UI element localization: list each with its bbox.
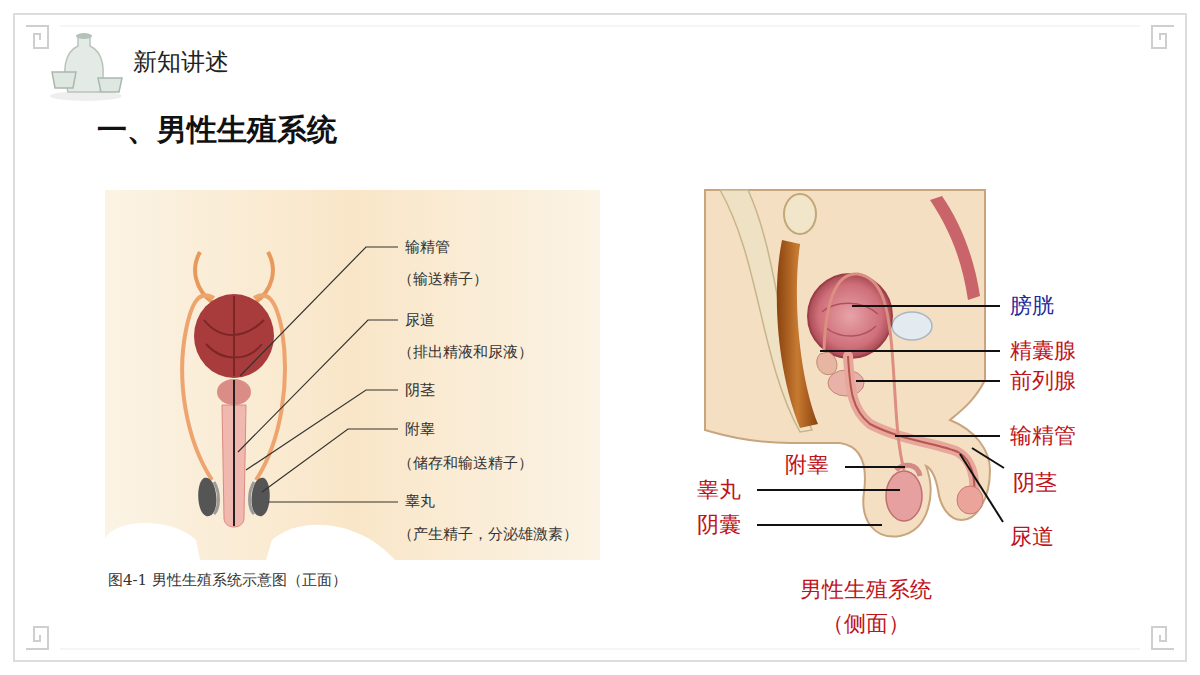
abdominal-muscle — [930, 196, 980, 300]
bladder — [194, 294, 274, 378]
leader-line — [845, 466, 905, 468]
corner-ornament — [26, 627, 48, 649]
part-label: 尿道 — [1010, 524, 1054, 550]
part-label: 前列腺 — [1010, 368, 1076, 394]
function-note: （输送精子） — [398, 270, 488, 288]
part-label: 阴茎 — [405, 381, 435, 399]
leader-line — [852, 305, 1000, 307]
part-label: 附睾 — [405, 420, 435, 438]
frame-line — [60, 649, 1140, 650]
section-heading: 新知讲述 — [133, 48, 229, 77]
urethra-front — [233, 380, 235, 526]
body-section — [705, 190, 990, 537]
epididymis-front — [214, 482, 219, 514]
part-label: 睾丸 — [697, 477, 741, 503]
bladder-side — [808, 274, 892, 358]
leader-line — [895, 435, 1000, 437]
teapot-icon — [50, 33, 122, 101]
vas-deferens-side — [824, 274, 904, 470]
part-label: 睾丸 — [405, 492, 435, 510]
frame-border — [14, 14, 1186, 661]
leader-line — [757, 489, 900, 491]
leader-lines-right — [757, 306, 1004, 525]
figure-caption: 图4-1 男性生殖系统示意图（正面） — [108, 571, 347, 589]
side-view-figure — [705, 190, 990, 537]
seminal-vesicle — [817, 352, 837, 375]
bladder-muscle — [204, 296, 264, 376]
function-note: （产生精子，分泌雄激素） — [398, 525, 578, 543]
glans — [957, 486, 983, 514]
page-frame — [14, 14, 1186, 661]
frame-line — [60, 26, 1140, 27]
cup-shape — [52, 72, 76, 88]
part-label: 输精管 — [405, 238, 450, 256]
corner-ornament — [1152, 26, 1174, 48]
function-note: （排出精液和尿液） — [398, 343, 533, 361]
bladder-folds — [822, 303, 878, 336]
leader-line — [240, 247, 398, 376]
leader-line — [757, 524, 882, 526]
leader-line — [246, 390, 398, 470]
leader-line — [268, 501, 398, 502]
leader-line — [856, 380, 1000, 382]
testis-side — [886, 471, 922, 521]
leader-line — [262, 429, 398, 492]
part-label: 阴囊 — [697, 512, 741, 538]
front-view-figure — [105, 190, 600, 560]
part-label: 尿道 — [405, 311, 435, 329]
corner-ornament — [1152, 627, 1174, 649]
vertebra — [784, 194, 816, 234]
pubic-bone — [892, 312, 932, 340]
cup-shape — [98, 78, 122, 92]
epididymis-front — [250, 482, 255, 514]
part-label: 阴茎 — [1013, 470, 1057, 496]
slide-title: 一、男性生殖系统 — [97, 112, 337, 148]
leader-line — [960, 454, 1003, 522]
leader-line — [820, 350, 1000, 352]
part-label: 输精管 — [1010, 423, 1076, 449]
part-label: 精囊腺 — [1010, 338, 1076, 364]
corner-ornament — [26, 26, 48, 48]
leader-line — [972, 448, 1004, 468]
vase-mouth — [76, 33, 92, 39]
leader-line — [238, 320, 398, 452]
leader-lines-left — [238, 247, 398, 502]
part-label: 附睾 — [785, 452, 829, 478]
part-label: 膀胱 — [1010, 293, 1054, 319]
figure-caption: 男性生殖系统 （侧面） — [791, 573, 941, 641]
function-note: （储存和输送精子） — [398, 454, 533, 472]
torso-skin — [105, 190, 600, 560]
